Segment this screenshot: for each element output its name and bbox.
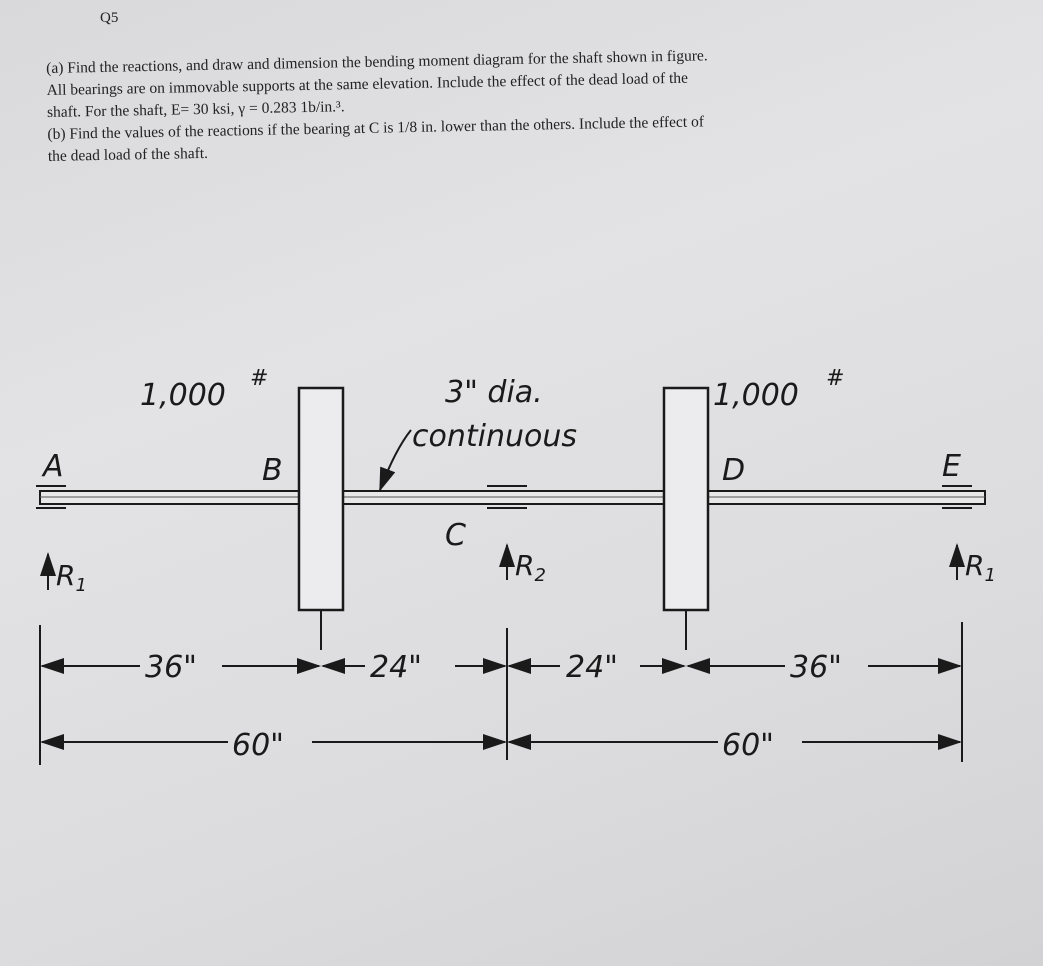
label-c: C [445,518,466,553]
reaction-c-label: R2 [515,549,546,586]
load-left-value: 1,000 [140,378,226,413]
question-number: Q5 [100,10,119,26]
shaft-note-diameter: 3" dia. [445,375,543,410]
pulley-d [662,386,710,650]
reaction-e-label: R1 [965,549,996,586]
label-a: A [41,449,64,484]
dimension-ac-value: 60" [232,728,284,763]
pulley-b [297,386,345,650]
load-right-unit: # [826,366,844,391]
bearing-c [487,485,527,509]
bearing-e [942,485,972,509]
load-left-unit: # [250,366,268,391]
dimension-row-2: 60" 60" [40,728,962,763]
reaction-a-label: R1 [56,559,87,596]
shaft [39,490,986,505]
dimension-bc-value: 24" [370,650,422,685]
dimension-ce-value: 60" [722,728,774,763]
dimension-ab-value: 36" [145,650,197,685]
bearing-a [36,485,66,509]
shaft-note-leader-arrow [379,429,412,492]
dimension-de-value: 36" [790,650,842,685]
dimension-row-1: 36" 24" 24" 36" [40,650,962,685]
label-e: E [942,449,961,484]
label-b: B [262,453,283,488]
shaft-note-continuous: continuous [412,419,577,454]
load-right-value: 1,000 [713,378,799,413]
dimension-cd-value: 24" [566,650,618,685]
label-d: D [722,453,745,488]
extension-lines [39,622,963,765]
